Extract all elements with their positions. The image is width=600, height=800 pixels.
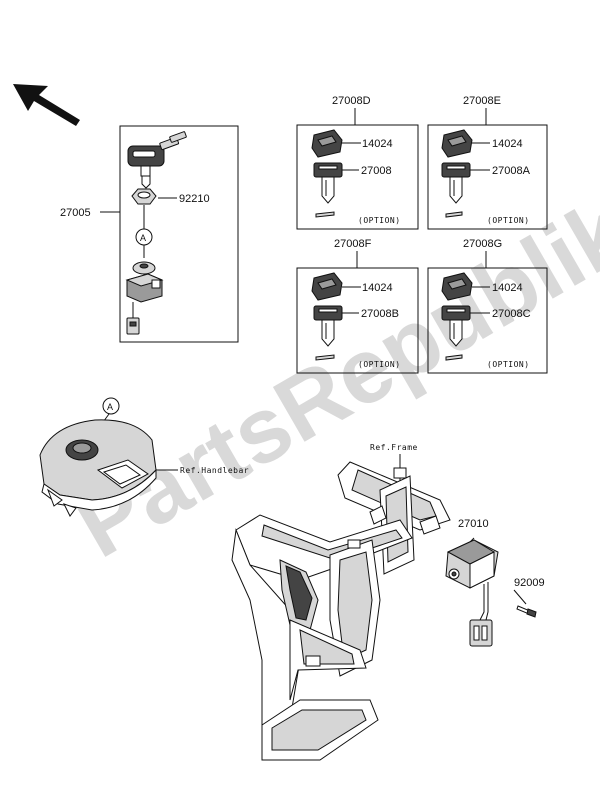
key-tag-icon [315, 211, 335, 218]
label-27005: 27005 [60, 207, 91, 219]
ignition-key-icon [127, 131, 187, 189]
ref-a-label-2: A [107, 402, 113, 412]
key-kit-27008E-box [427, 124, 548, 230]
label-27008C: 27008C [492, 308, 531, 320]
key-cap-icon [311, 272, 343, 301]
key-kit-27008D-box [296, 124, 419, 230]
label-14024-e: 14024 [492, 138, 523, 150]
label-14024-d: 14024 [362, 138, 393, 150]
key-cap-icon [441, 129, 473, 158]
option-label-f: (OPTION) [358, 360, 401, 369]
blank-key-icon [441, 162, 471, 204]
key-cap-icon [311, 129, 343, 158]
ref-a-marker-2 [102, 397, 120, 415]
key-kit-27008F-box [296, 267, 419, 374]
option-label-g: (OPTION) [487, 360, 530, 369]
ref-handlebar-label: Ref.Handlebar [180, 466, 249, 475]
bolt-icon [516, 605, 537, 618]
direction-arrow-icon [13, 84, 80, 126]
label-92009: 92009 [514, 577, 545, 589]
label-27008D: 27008D [332, 95, 371, 107]
label-27008G: 27008G [463, 238, 502, 250]
blank-key-icon [441, 305, 471, 347]
label-27008F: 27008F [334, 238, 372, 250]
label-14024-g: 14024 [492, 282, 523, 294]
key-kit-27008G-box [427, 267, 548, 374]
label-92210: 92210 [179, 193, 210, 205]
option-label-e: (OPTION) [487, 216, 530, 225]
ref-frame-label: Ref.Frame [370, 443, 418, 452]
blank-key-icon [313, 305, 343, 347]
label-27008B: 27008B [361, 308, 399, 320]
option-label-d: (OPTION) [358, 216, 401, 225]
label-27008: 27008 [361, 165, 392, 177]
frame-assembly-icon [231, 461, 451, 761]
key-cap-icon [441, 272, 473, 301]
control-unit-icon [445, 539, 499, 647]
ref-a-label-1: A [140, 233, 146, 243]
label-27008A: 27008A [492, 165, 531, 177]
label-27008E: 27008E [463, 95, 501, 107]
ignition-switch-box [119, 125, 239, 343]
key-tag-icon [445, 354, 463, 361]
label-14024-f: 14024 [362, 282, 393, 294]
handlebar-cover-icon [39, 419, 157, 517]
key-tag-icon [445, 211, 463, 218]
ignition-switch-body-icon [125, 261, 164, 335]
key-tag-icon [315, 354, 335, 361]
nut-icon [131, 188, 157, 205]
label-27010: 27010 [458, 518, 489, 530]
blank-key-icon [313, 162, 343, 204]
